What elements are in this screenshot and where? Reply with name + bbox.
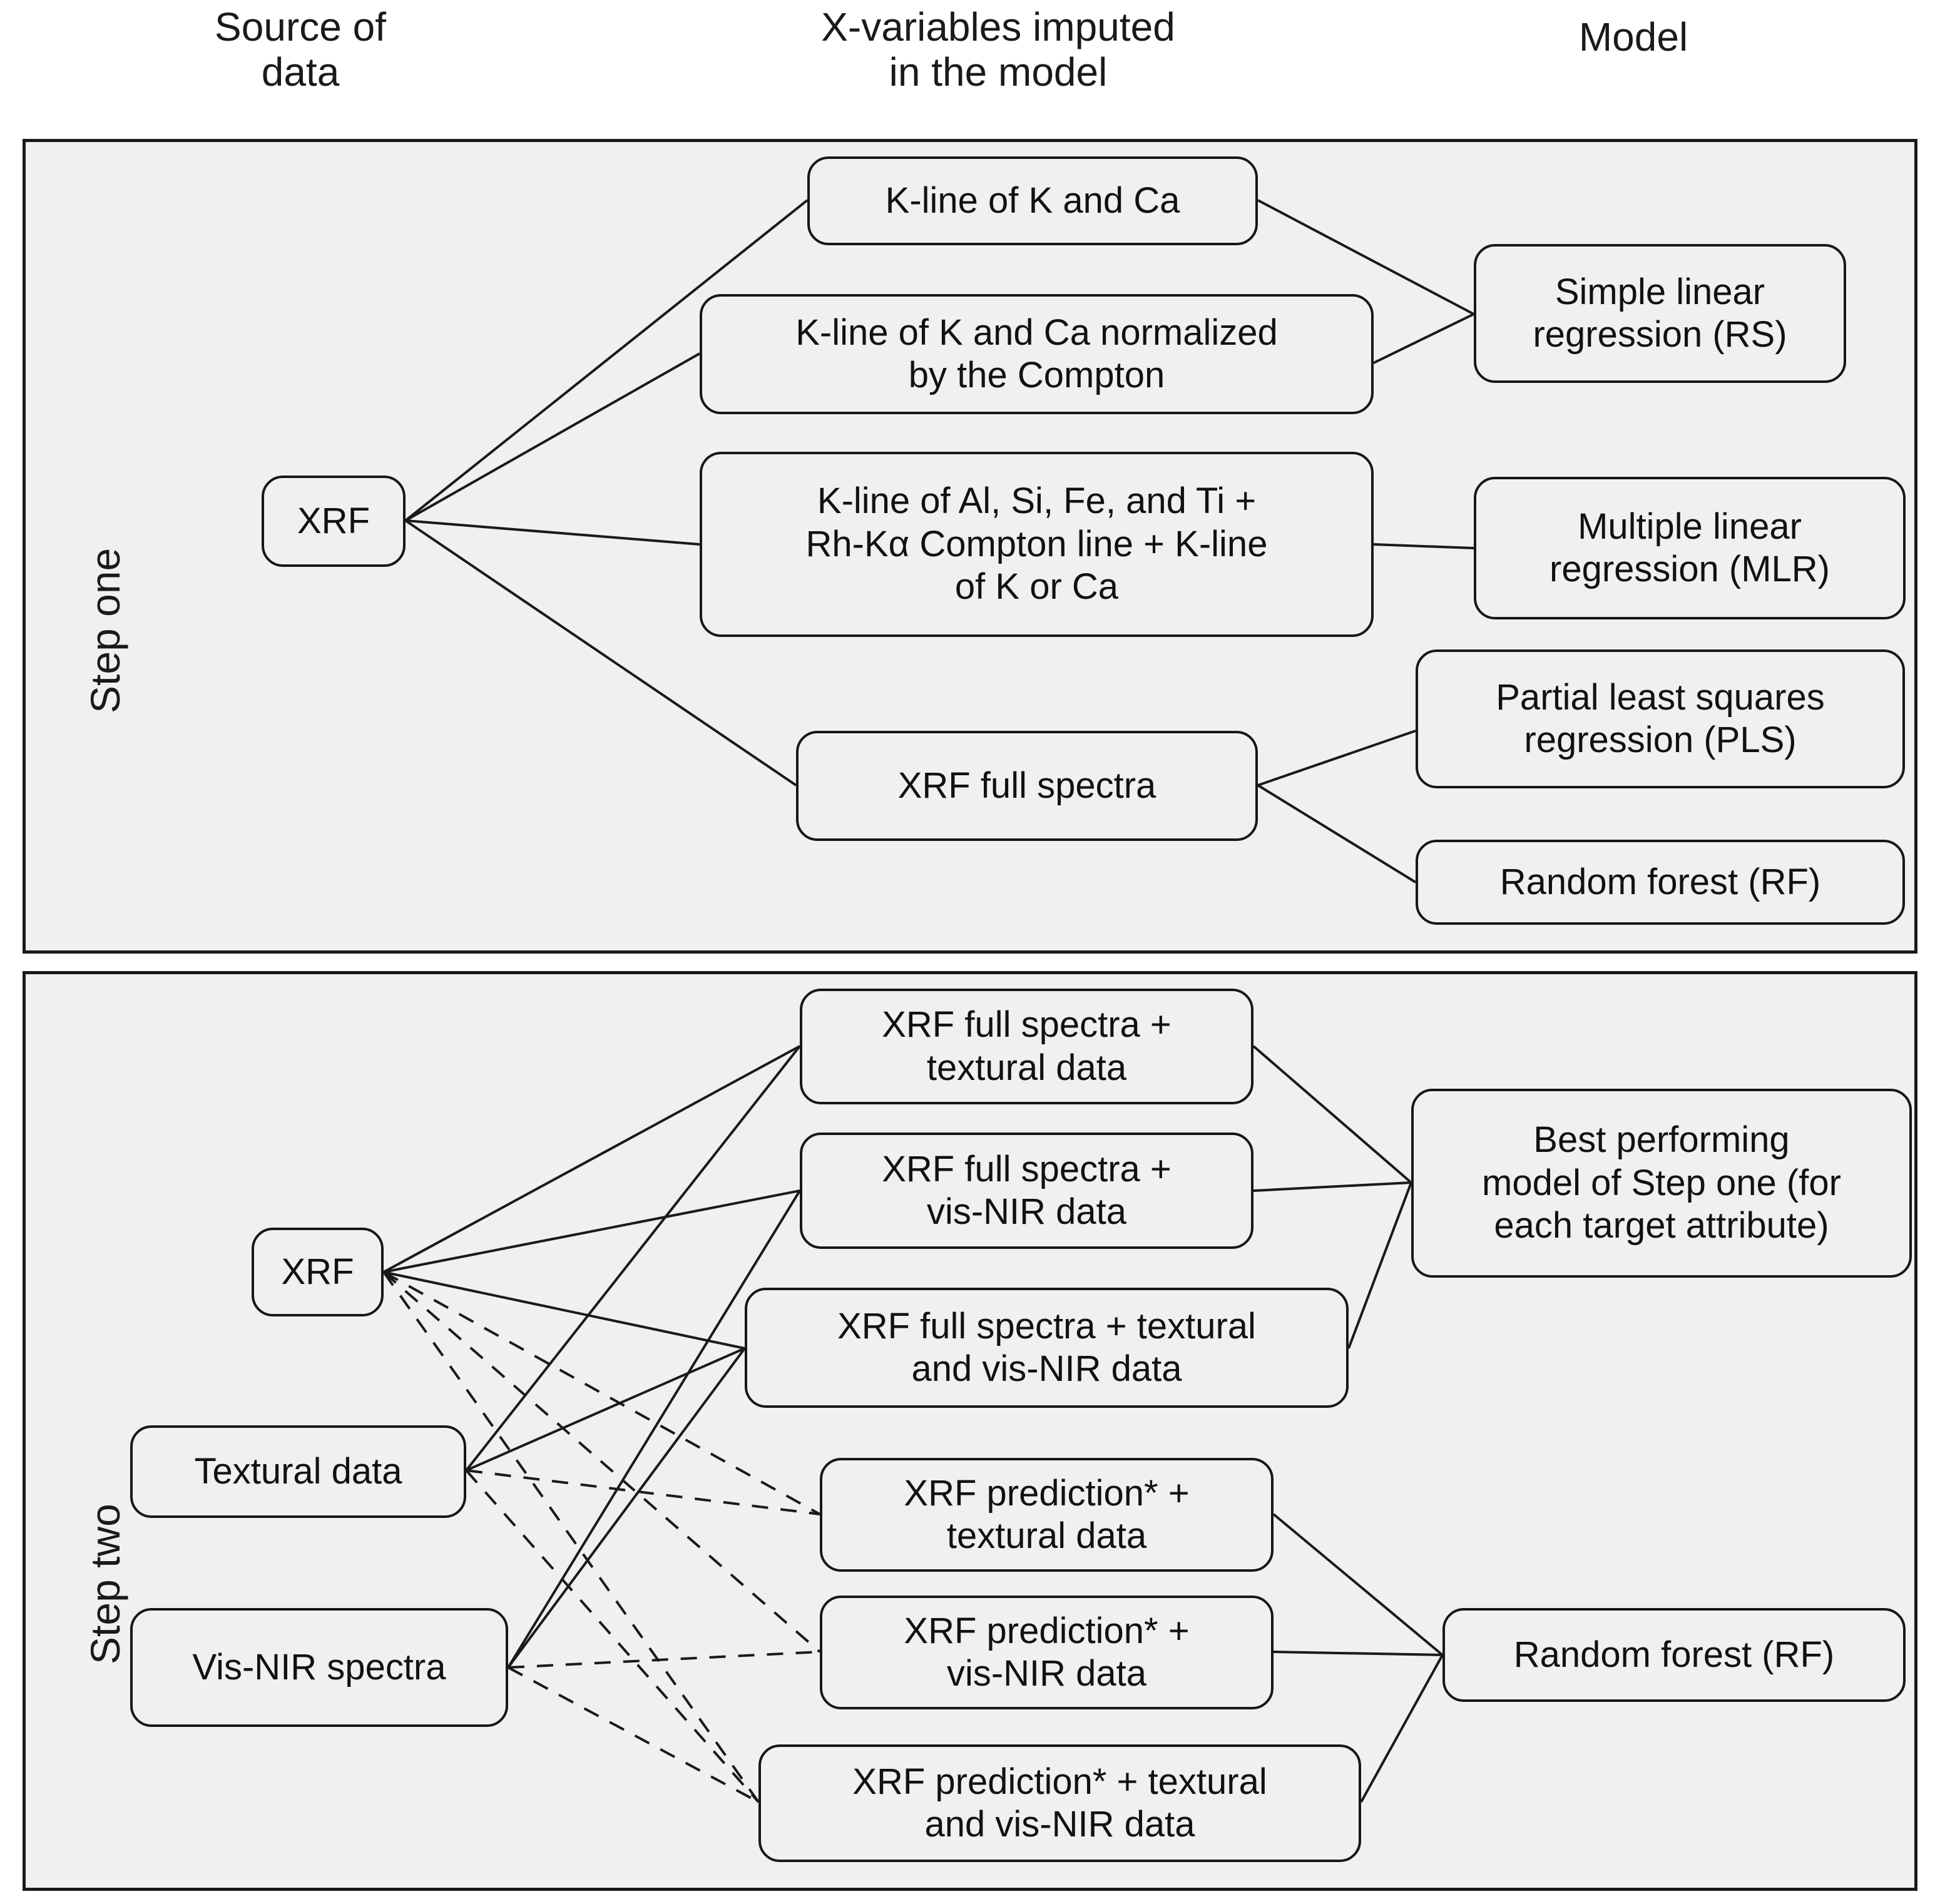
node-step-one-source-xrf[interactable]: XRF [262, 476, 406, 567]
node-step-two-model-random-forest[interactable]: Random forest (RF) [1442, 1608, 1906, 1702]
node-step-two-source-xrf[interactable]: XRF [252, 1228, 384, 1316]
node-step-one-xvariable-k-line-k-ca[interactable]: K-line of K and Ca [807, 156, 1258, 245]
column-header-model: Model [1578, 14, 1688, 59]
node-step-two-xvariable-prediction-textural-visnir[interactable]: XRF prediction* + textural and vis-NIR d… [758, 1744, 1361, 1862]
node-step-one-xvariable-k-line-normalized-compton[interactable]: K-line of K and Ca normalized by the Com… [700, 294, 1374, 414]
node-step-two-xvariable-spectra-visnir[interactable]: XRF full spectra + vis-NIR data [800, 1133, 1253, 1249]
column-header-source-of-data: Source of data [215, 4, 386, 94]
column-header-x-variables: X-variables imputed in the model [821, 4, 1175, 94]
node-step-one-model-random-forest[interactable]: Random forest (RF) [1416, 840, 1905, 925]
node-step-two-xvariable-prediction-visnir[interactable]: XRF prediction* + vis-NIR data [820, 1596, 1274, 1709]
node-step-two-xvariable-spectra-textural[interactable]: XRF full spectra + textural data [800, 989, 1253, 1104]
node-step-one-model-partial-least-squares[interactable]: Partial least squares regression (PLS) [1416, 649, 1905, 788]
node-step-one-model-multiple-linear-regression[interactable]: Multiple linear regression (MLR) [1474, 477, 1906, 619]
node-step-two-source-vis-nir-spectra[interactable]: Vis-NIR spectra [130, 1608, 508, 1727]
node-step-two-xvariable-prediction-textural[interactable]: XRF prediction* + textural data [820, 1458, 1274, 1572]
step-one-label: Step one [82, 547, 128, 713]
node-step-one-xvariable-xrf-full-spectra[interactable]: XRF full spectra [796, 731, 1258, 841]
node-step-one-model-simple-linear-regression[interactable]: Simple linear regression (RS) [1474, 244, 1846, 383]
node-step-two-model-best-performing[interactable]: Best performing model of Step one (for e… [1411, 1089, 1912, 1278]
node-step-two-xvariable-spectra-textural-visnir[interactable]: XRF full spectra + textural and vis-NIR … [745, 1288, 1349, 1408]
node-step-two-source-textural-data[interactable]: Textural data [130, 1425, 466, 1518]
node-step-one-xvariable-k-line-al-si-fe-ti[interactable]: K-line of Al, Si, Fe, and Ti + Rh-Kα Com… [700, 452, 1374, 637]
step-two-label: Step two [82, 1504, 128, 1664]
